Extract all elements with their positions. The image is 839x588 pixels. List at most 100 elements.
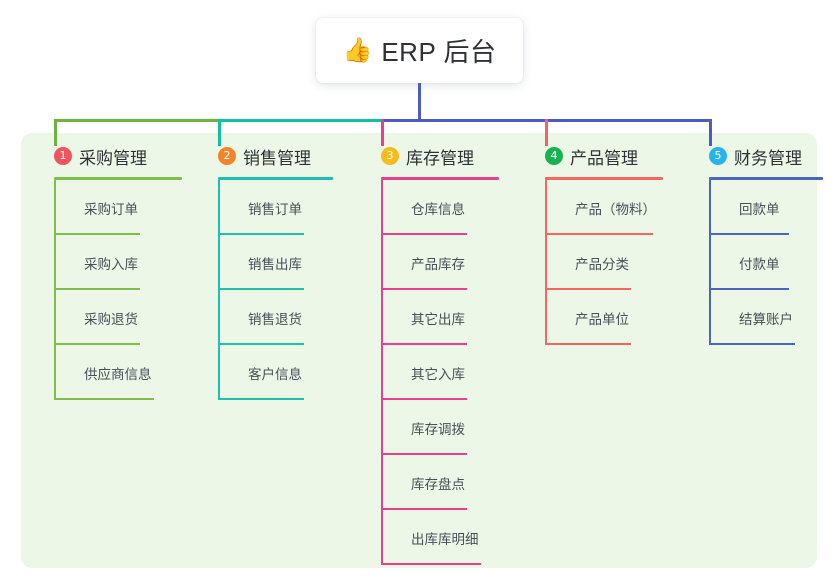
branch-item-rule: [381, 453, 467, 455]
branch-stem: [218, 180, 220, 400]
root-stem: [418, 83, 421, 122]
branch-item-label: 销售退货: [248, 312, 302, 327]
root-node[interactable]: 👍 ERP 后台: [316, 18, 523, 83]
branch-item-rule: [545, 343, 631, 345]
branch-item[interactable]: 其它出库: [381, 290, 487, 345]
branch-item-label: 采购入库: [84, 257, 138, 272]
branch-item[interactable]: 出库库明细: [381, 510, 501, 565]
branch-header-5[interactable]: 5 财务管理: [709, 143, 802, 169]
branch-item-label: 产品库存: [411, 257, 465, 272]
branch-item[interactable]: 采购订单: [54, 180, 160, 235]
branch-item-rule: [218, 343, 304, 345]
root-title: ERP 后台: [381, 37, 497, 67]
branch-item[interactable]: 客户信息: [218, 345, 324, 400]
branch-item[interactable]: 回款单: [709, 180, 809, 235]
branch-item-rule: [54, 233, 140, 235]
branch-item-label: 结算账户: [739, 312, 793, 327]
branch-number-badge: 3: [381, 147, 399, 165]
branch-item-rule: [709, 233, 789, 235]
connector-drop-2: [218, 119, 221, 146]
branch-header-1[interactable]: 1 采购管理: [54, 143, 147, 169]
branch-item-rule: [218, 398, 304, 400]
branch-item-label: 其它入库: [411, 367, 465, 382]
branch-item-rule: [381, 343, 467, 345]
branch-header-rule: [709, 177, 823, 180]
branch-title: 采购管理: [79, 148, 147, 168]
branch-item[interactable]: 销售退货: [218, 290, 324, 345]
branch-number-badge: 2: [218, 147, 236, 165]
branch-item-rule: [381, 508, 467, 510]
branch-item-label: 库存调拨: [411, 422, 465, 437]
branch-header-4[interactable]: 4 产品管理: [545, 143, 638, 169]
branch-item[interactable]: 产品单位: [545, 290, 651, 345]
thumbs-up-icon: 👍: [342, 36, 373, 64]
branch-item-label: 采购退货: [84, 312, 138, 327]
branch-stem: [545, 180, 547, 345]
connector-drop-3: [381, 119, 384, 146]
branch-item[interactable]: 产品分类: [545, 235, 651, 290]
branch-item-list: 采购订单采购入库采购退货供应商信息: [54, 180, 174, 400]
branch-number-badge: 1: [54, 147, 72, 165]
connector-drop-4: [545, 119, 548, 146]
branch-item[interactable]: 采购入库: [54, 235, 160, 290]
branch-item-rule: [381, 563, 481, 565]
branch-title: 财务管理: [734, 148, 802, 168]
branch-item-list: 产品（物料） 产品分类产品单位: [545, 180, 673, 345]
branch-column-1: 1 采购管理采购订单采购入库采购退货供应商信息: [36, 143, 182, 400]
branch-item-rule: [545, 288, 631, 290]
branch-item[interactable]: 库存调拨: [381, 400, 487, 455]
branch-item-label: 采购订单: [84, 202, 138, 217]
branch-item[interactable]: 产品（物料）: [545, 180, 673, 235]
branch-header-rule: [54, 177, 182, 180]
branch-item[interactable]: 库存盘点: [381, 455, 487, 510]
branch-stem: [381, 180, 383, 565]
branch-column-2: 2 销售管理销售订单销售出库销售退货客户信息: [200, 143, 333, 400]
branch-item-rule: [709, 343, 795, 345]
branch-item-label: 出库库明细: [411, 532, 479, 547]
branch-column-5: 5 财务管理回款单付款单结算账户: [691, 143, 823, 345]
branch-item[interactable]: 其它入库: [381, 345, 487, 400]
connector-drop-5: [709, 119, 712, 146]
branch-stem: [709, 180, 711, 345]
branch-item-label: 客户信息: [248, 367, 302, 382]
branch-item[interactable]: 采购退货: [54, 290, 160, 345]
branch-item[interactable]: 销售出库: [218, 235, 324, 290]
branch-item-label: 产品分类: [575, 257, 629, 272]
root-node-content: 👍 ERP 后台: [342, 32, 496, 69]
branch-item[interactable]: 付款单: [709, 235, 809, 290]
branch-number-badge: 5: [709, 147, 727, 165]
branch-stem: [54, 180, 56, 400]
branch-item-label: 库存盘点: [411, 477, 465, 492]
branch-item-list: 仓库信息产品库存其它出库其它入库库存调拨库存盘点出库库明细: [381, 180, 501, 565]
branch-item-rule: [381, 288, 467, 290]
branch-title: 产品管理: [570, 148, 638, 168]
branch-header-2[interactable]: 2 销售管理: [218, 143, 311, 169]
connector-drop-1: [54, 119, 57, 146]
branch-item-rule: [54, 398, 154, 400]
branch-item[interactable]: 结算账户: [709, 290, 815, 345]
branch-item-rule: [218, 233, 304, 235]
branch-item-list: 回款单付款单结算账户: [709, 180, 815, 345]
branch-number-badge: 4: [545, 147, 563, 165]
branch-item-rule: [709, 288, 789, 290]
branch-item-rule: [218, 288, 304, 290]
connector-segment-2: [218, 119, 383, 122]
branch-item-rule: [381, 233, 467, 235]
branch-item-label: 产品（物料）: [575, 202, 656, 217]
branch-column-4: 4 产品管理产品（物料） 产品分类产品单位: [527, 143, 663, 345]
branch-item-rule: [381, 398, 467, 400]
branch-item-label: 仓库信息: [411, 202, 465, 217]
branch-header-rule: [381, 177, 499, 180]
branch-item[interactable]: 供应商信息: [54, 345, 174, 400]
branch-item[interactable]: 仓库信息: [381, 180, 487, 235]
branch-item-label: 供应商信息: [84, 367, 152, 382]
branch-header-rule: [218, 177, 333, 180]
branch-item-label: 产品单位: [575, 312, 629, 327]
branch-item-label: 其它出库: [411, 312, 465, 327]
branch-title: 销售管理: [243, 148, 311, 168]
branch-item[interactable]: 产品库存: [381, 235, 487, 290]
branch-item[interactable]: 销售订单: [218, 180, 324, 235]
